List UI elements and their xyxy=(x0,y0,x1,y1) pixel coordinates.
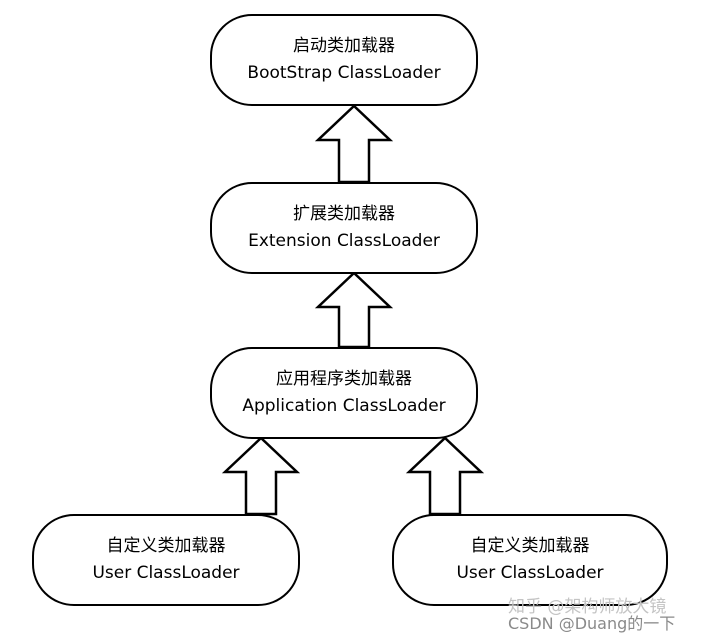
node-label-en: User ClassLoader xyxy=(92,563,240,583)
arrow-extension-to-bootstrap xyxy=(314,104,394,184)
zhihu-watermark: 知乎 @架构师放大镜 xyxy=(508,597,667,617)
application-classloader-node: 应用程序类加载器 Application ClassLoader xyxy=(210,347,478,439)
node-label-en: BootStrap ClassLoader xyxy=(247,63,441,83)
csdn-watermark: CSDN @Duang的一下 xyxy=(508,614,676,633)
user-classloader-node-left: 自定义类加载器 User ClassLoader xyxy=(32,514,300,606)
node-label-en: Application ClassLoader xyxy=(242,396,446,416)
node-label-zh: 启动类加载器 xyxy=(293,36,395,56)
extension-classloader-node: 扩展类加载器 Extension ClassLoader xyxy=(210,182,478,274)
user-classloader-node-right: 自定义类加载器 User ClassLoader xyxy=(392,514,668,606)
node-label-en: Extension ClassLoader xyxy=(248,231,440,251)
node-label-zh: 应用程序类加载器 xyxy=(276,369,412,389)
node-label-zh: 自定义类加载器 xyxy=(106,536,226,556)
arrow-application-to-extension xyxy=(314,271,394,349)
node-label-en: User ClassLoader xyxy=(456,563,604,583)
node-label-zh: 扩展类加载器 xyxy=(293,204,395,224)
arrow-user-left-to-application xyxy=(221,436,301,516)
bootstrap-classloader-node: 启动类加载器 BootStrap ClassLoader xyxy=(210,14,478,106)
arrow-user-right-to-application xyxy=(405,436,485,516)
node-label-zh: 自定义类加载器 xyxy=(470,536,590,556)
